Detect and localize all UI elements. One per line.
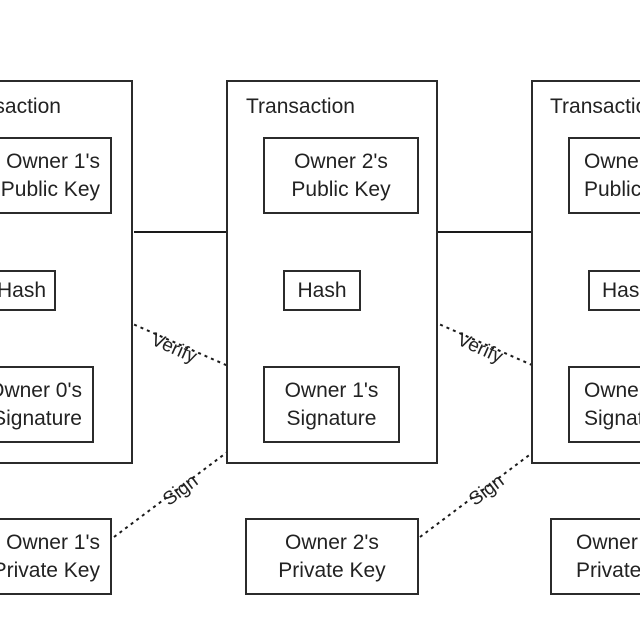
private-key-owner: Owner 1's: [6, 530, 100, 554]
hash-box: Hash: [0, 270, 56, 311]
public-key-label: Public Key: [0, 177, 100, 201]
hash-label: Hash: [0, 278, 46, 302]
public-key-owner: Owner 2's: [294, 149, 388, 173]
signature-label: Signature: [0, 406, 82, 430]
public-key-owner: Owner 1's: [6, 149, 100, 173]
transaction-title: Transaction: [246, 95, 355, 118]
transaction-title: Transaction: [550, 95, 640, 118]
private-key-owner: Owner 2's: [285, 530, 379, 554]
hash-box: Hash: [588, 270, 640, 311]
private-key-label: Private Key: [0, 558, 100, 582]
hash-label: Hash: [602, 278, 640, 302]
signature-owner: Owner 2's: [584, 378, 640, 402]
private-key-owner: Owner 3's: [576, 530, 640, 554]
transaction-title: Transaction: [0, 95, 61, 118]
hash-label: Hash: [297, 278, 347, 302]
signature-label: Signature: [286, 406, 377, 430]
public-key-label: Public Key: [584, 177, 640, 201]
signature-label: Signature: [584, 406, 640, 430]
signature-owner: Owner 1's: [284, 378, 379, 402]
signature-owner: Owner 0's: [0, 378, 82, 402]
public-key-owner: Owner 3's: [584, 149, 640, 173]
private-key-label: Private Key: [278, 558, 386, 582]
public-key-label: Public Key: [291, 177, 391, 201]
hash-box: Hash: [283, 270, 361, 311]
private-key-label: Private Key: [576, 558, 640, 582]
